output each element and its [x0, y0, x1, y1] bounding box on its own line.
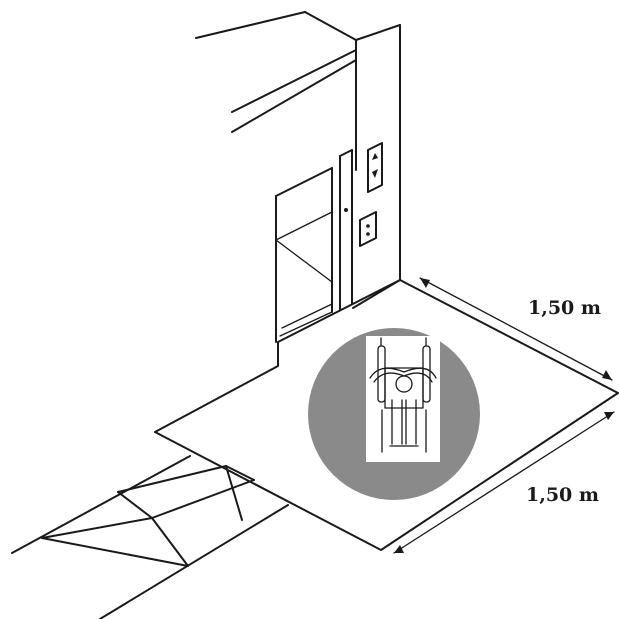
dimension-depth: 1,50 m [419, 277, 613, 381]
depth-dimension-label: 1,50 m [528, 297, 601, 319]
floor-indicator-panel [359, 211, 377, 247]
elevator-door [275, 149, 353, 343]
arrowhead-icon [420, 278, 430, 288]
door-handle [344, 208, 348, 212]
landing-floor [154, 279, 619, 551]
down-arrow-icon[interactable] [372, 169, 378, 178]
dimension-width: 1,50 m [393, 411, 615, 554]
arrowhead-icon [394, 545, 404, 553]
elevator-call-panel[interactable] [367, 142, 383, 193]
width-dimension-label: 1,50 m [526, 484, 599, 506]
building-wall [195, 11, 401, 309]
arrowhead-icon [602, 370, 612, 380]
up-arrow-icon[interactable] [372, 153, 378, 160]
access-path [11, 455, 289, 619]
symbol-card [366, 336, 440, 462]
wheelchair-user-icon [369, 337, 437, 453]
wheelchair-turning-circle [308, 328, 480, 500]
arrowhead-icon [604, 412, 614, 420]
